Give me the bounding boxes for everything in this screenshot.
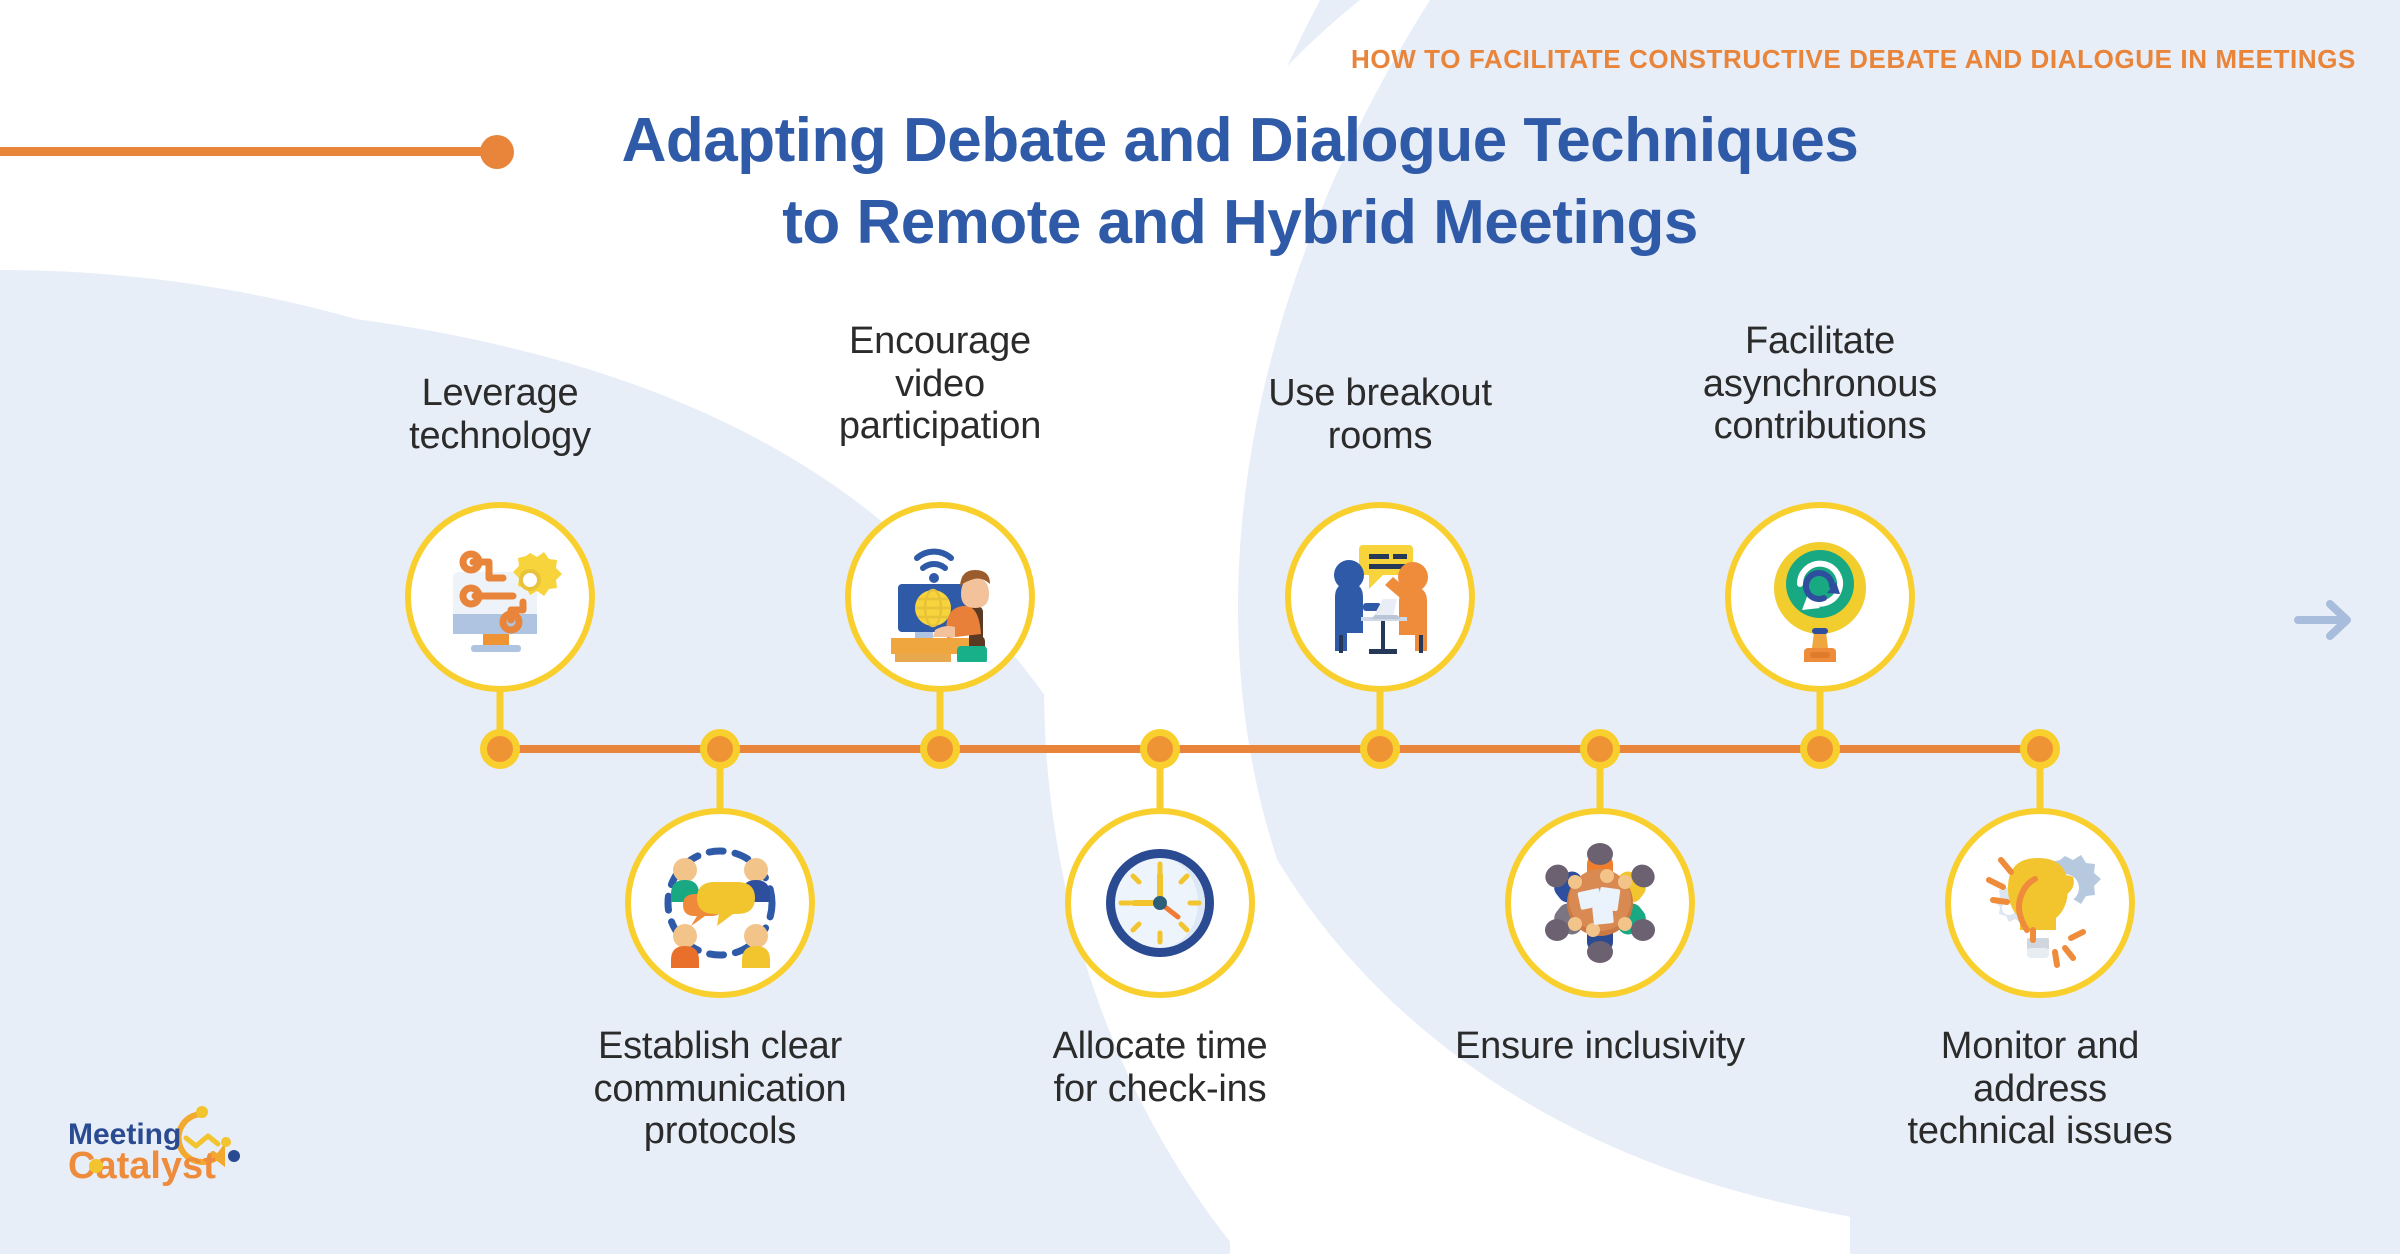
timeline-node-3[interactable] <box>920 729 960 769</box>
page-title-line1: Adapting Debate and Dialogue Techniques <box>621 106 1859 175</box>
people-speech-bubbles-icon <box>664 847 775 968</box>
icon-bubble-leverage-technology[interactable] <box>405 502 595 692</box>
label-ensure-inclusivity: Ensure inclusivity <box>1455 1025 1745 1067</box>
icon-bubble-technical-issues[interactable] <box>1945 808 2135 998</box>
label-check-ins: Allocate time for check-ins <box>1052 1025 1268 1110</box>
meeting-catalyst-logo-icon: Meeting Catalyst <box>68 1106 240 1187</box>
timeline-node-6[interactable] <box>1580 729 1620 769</box>
clock-icon <box>1106 849 1214 957</box>
page-title-line2: to Remote and Hybrid Meetings <box>782 188 1698 257</box>
stem-2 <box>716 749 724 827</box>
monitor-gear-icon <box>453 550 562 652</box>
timeline-node-7[interactable] <box>1800 729 1840 769</box>
page-kicker: HOW TO FACILITATE CONSTRUCTIVE DEBATE AN… <box>1351 44 2356 74</box>
icon-bubble-breakout-rooms[interactable] <box>1285 502 1475 692</box>
title-lead-dot <box>480 135 514 169</box>
label-encourage-video: Encourage video participation <box>838 320 1042 448</box>
timeline-node-2[interactable] <box>700 729 740 769</box>
stem-3 <box>936 672 944 750</box>
round-table-group-icon <box>1545 843 1655 963</box>
brand-logo[interactable]: Meeting Catalyst <box>66 1098 266 1188</box>
title-lead-line <box>0 147 500 156</box>
stem-5 <box>1376 672 1384 750</box>
person-video-call-icon <box>890 548 990 662</box>
icon-bubble-async-contributions[interactable] <box>1725 502 1915 692</box>
timeline-node-4[interactable] <box>1140 729 1180 769</box>
timeline-node-8[interactable] <box>2020 729 2060 769</box>
label-communication-protocols: Establish clear communication protocols <box>593 1025 847 1153</box>
label-async-contributions: Facilitate asynchronous contributions <box>1702 320 1938 448</box>
next-arrow-icon[interactable] <box>2290 595 2360 645</box>
lightbulb-gears-icon <box>1985 855 2101 968</box>
icon-bubble-communication-protocols[interactable] <box>625 808 815 998</box>
timeline-node-1[interactable] <box>480 729 520 769</box>
page-title: Adapting Debate and Dialogue Techniques … <box>460 110 2020 254</box>
two-people-table-icon <box>1334 544 1428 654</box>
icon-bubble-ensure-inclusivity[interactable] <box>1505 808 1695 998</box>
stem-8 <box>2036 749 2044 827</box>
stem-7 <box>1816 672 1824 750</box>
logo-word-meeting: Meeting <box>68 1118 181 1151</box>
label-technical-issues: Monitor and address technical issues <box>1907 1025 2173 1153</box>
label-leverage-technology: Leverage technology <box>409 372 591 457</box>
sync-magnifier-icon <box>1774 542 1866 662</box>
icon-bubble-check-ins[interactable] <box>1065 808 1255 998</box>
stem-1 <box>496 672 504 750</box>
label-breakout-rooms: Use breakout rooms <box>1268 372 1492 457</box>
timeline-node-5[interactable] <box>1360 729 1400 769</box>
stem-6 <box>1596 749 1604 827</box>
icon-bubble-encourage-video[interactable] <box>845 502 1035 692</box>
timeline-rail <box>500 745 2040 753</box>
stem-4 <box>1156 749 1164 827</box>
